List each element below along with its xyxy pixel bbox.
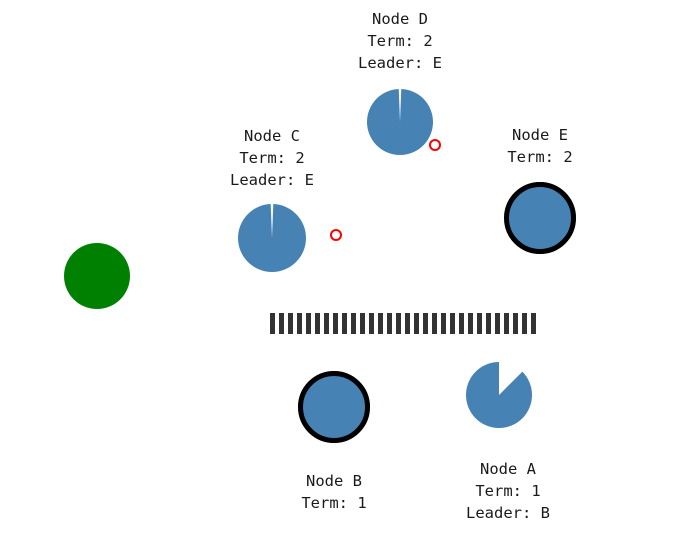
partition-stripe — [477, 313, 482, 334]
partition-stripe — [450, 313, 455, 334]
partition-stripe — [288, 313, 293, 334]
partition-stripe — [324, 313, 329, 334]
partition-stripe — [315, 313, 320, 334]
partition-stripe — [423, 313, 428, 334]
network-partition-bar — [270, 313, 536, 334]
partition-stripe — [378, 313, 383, 334]
election-timer-notch — [270, 203, 274, 238]
leader-ring — [298, 371, 370, 443]
partition-stripe — [441, 313, 446, 334]
partition-stripe — [405, 313, 410, 334]
raft-node-a[interactable] — [458, 354, 540, 436]
election-timer-notch — [398, 88, 402, 122]
partition-stripe — [432, 313, 437, 334]
partition-stripe — [306, 313, 311, 334]
partition-stripe — [360, 313, 365, 334]
partition-stripe — [351, 313, 356, 334]
node-name-text: Node D — [372, 10, 428, 28]
node-body — [504, 182, 576, 254]
raft-node-d[interactable] — [359, 81, 441, 163]
partition-stripe — [486, 313, 491, 334]
raft-node-c[interactable] — [230, 196, 314, 280]
message-indicator-c — [330, 229, 342, 241]
node-term-text: Term: 2 — [507, 148, 573, 166]
node-name-text: Node A — [480, 460, 536, 478]
node-term-text: Term: 1 — [475, 482, 541, 500]
partition-stripe — [396, 313, 401, 334]
node-leader-text: Leader: E — [358, 54, 442, 72]
message-indicator-d — [429, 139, 441, 151]
partition-stripe — [495, 313, 500, 334]
node-name-text: Node B — [305, 472, 362, 490]
node-name-text: Node E — [511, 126, 568, 144]
partition-stripe — [459, 313, 464, 334]
partition-stripe — [531, 313, 536, 334]
partition-stripe — [270, 313, 275, 334]
partition-stripe — [504, 313, 509, 334]
node-term-text: Term: 2 — [367, 32, 433, 50]
partition-stripe — [513, 313, 518, 334]
node-term-text: Term: 1 — [301, 494, 367, 512]
partition-stripe — [468, 313, 473, 334]
election-timer-notch — [499, 361, 524, 395]
partition-stripe — [333, 313, 338, 334]
node-body — [298, 371, 370, 443]
partition-stripe — [414, 313, 419, 334]
partition-stripe — [297, 313, 302, 334]
raft-node-e[interactable] — [491, 169, 589, 267]
partition-stripe — [522, 313, 527, 334]
node-leader-text: Leader: B — [466, 504, 550, 522]
partition-stripe — [279, 313, 284, 334]
raft-node-b[interactable] — [285, 358, 383, 456]
client-node[interactable] — [64, 243, 130, 309]
partition-stripe — [387, 313, 392, 334]
partition-stripe — [342, 313, 347, 334]
node-term-text: Term: 2 — [239, 149, 305, 167]
node-leader-text: Leader: E — [230, 171, 314, 189]
partition-stripe — [369, 313, 374, 334]
leader-ring — [504, 182, 576, 254]
node-name-text: Node C — [244, 127, 300, 145]
